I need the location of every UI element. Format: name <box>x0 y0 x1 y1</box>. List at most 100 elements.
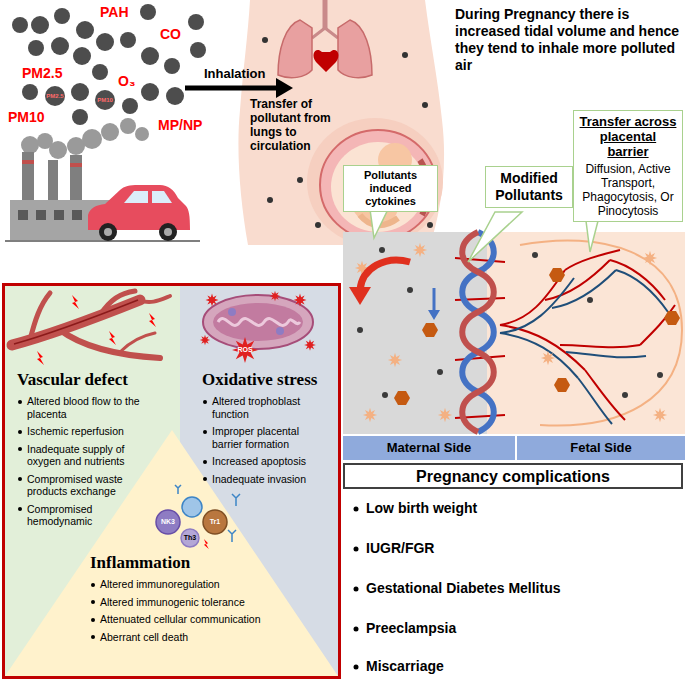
car-part <box>159 223 177 241</box>
mitochondrion-part <box>218 319 300 326</box>
cell-label: Tr1 <box>203 518 227 526</box>
placenta-panel-part <box>355 243 667 422</box>
label-anchor: MP/NP <box>158 117 202 133</box>
pollutant-particles-part <box>22 84 38 100</box>
mitochondrion-part <box>213 303 303 341</box>
pollutant-particles-part <box>73 47 91 65</box>
bullet-item: Altered immunogenic tolerance <box>90 596 305 609</box>
bullet-item: Increased apoptosis <box>202 455 332 468</box>
placenta-panel-part <box>394 268 680 405</box>
mother-body-part <box>314 50 339 72</box>
label-anchor: During Pregnancy there is increased tida… <box>455 6 681 74</box>
factory-part <box>22 152 34 202</box>
placenta-panel-part-part <box>413 243 427 257</box>
placenta-panel-part-part <box>455 356 505 360</box>
pollutant-label: CO <box>160 26 181 42</box>
placenta-panel-part-part <box>500 333 578 378</box>
mitochondrion-part-part <box>304 339 316 351</box>
list-bullets <box>354 507 359 670</box>
factory-part <box>22 160 34 164</box>
mother-body-part-part <box>315 222 321 228</box>
mother-body-part <box>312 28 338 38</box>
mitochondrion-part <box>200 291 316 363</box>
mitochondrion-part-part <box>270 291 280 301</box>
placenta-panel-part-part <box>587 297 593 303</box>
car-part <box>164 228 172 236</box>
pollutant-particles-part <box>76 21 94 39</box>
placenta-panel-part-part <box>578 378 612 424</box>
factory <box>5 152 200 241</box>
factory-part <box>70 155 82 202</box>
placenta-panel-part-part <box>357 327 363 333</box>
mother-body-part <box>307 118 443 246</box>
placenta-panel-part-part <box>657 372 663 378</box>
bullet-item: Altered immunoregulation <box>90 578 305 591</box>
pollutant-particles-part <box>12 17 28 33</box>
mother-body-part-part <box>267 197 273 203</box>
callout-box: Transfer across placental barrierDiffusi… <box>573 110 683 222</box>
mitochondrion-part-part <box>206 294 219 307</box>
side-bar: Fetal Side <box>517 436 685 460</box>
label-anchor: Th3 <box>180 534 200 542</box>
placenta-panel-part-part <box>554 378 570 392</box>
placenta-panel-part-part <box>560 345 640 347</box>
label-anchor: CO <box>160 26 181 42</box>
placenta-panel-part <box>349 287 371 305</box>
blood-vessel-part <box>140 296 170 302</box>
car-part <box>104 228 112 236</box>
placenta-panel-part <box>360 260 410 290</box>
blood-vessel-part <box>14 300 138 344</box>
placenta-panel-part-part <box>622 392 628 398</box>
factory-smoke-part <box>120 118 136 134</box>
bullet-item: Inadequate invasion <box>202 473 332 486</box>
mitochondrion-part-part <box>200 335 210 345</box>
panel-heading: Inflammation <box>90 553 305 573</box>
list-bullets-part <box>354 665 359 670</box>
inhalation-arrow-part <box>185 86 278 91</box>
label-anchor: PM2.5 <box>22 65 62 81</box>
pollutant-label: O₃ <box>118 73 135 89</box>
bullet-item: Attenuated cellular communication <box>90 613 305 626</box>
placenta-panel-part-part <box>640 305 675 345</box>
placenta-panel-part <box>500 270 668 424</box>
pollutant-particles-part <box>95 90 115 110</box>
pollutant-particles-part <box>140 4 156 20</box>
placenta-panel-part-part <box>438 408 452 422</box>
label-anchor: Miscarriage <box>366 658 444 675</box>
factory-smoke-part <box>49 141 67 159</box>
label-anchor: PM10 <box>95 97 115 104</box>
placenta-panel-part-part <box>664 311 680 325</box>
list-bullets-part <box>354 507 359 512</box>
side-bar: Maternal Side <box>343 436 515 460</box>
immune-cells <box>156 485 240 549</box>
immune-cells-part <box>181 529 199 547</box>
mother-body-part-part <box>402 52 408 58</box>
label-anchor: Tr1 <box>203 518 227 526</box>
blood-vessel <box>12 291 170 365</box>
callout-box: Modified Pollutants <box>485 166 573 208</box>
car-part <box>99 223 117 241</box>
pollutant-particles-part <box>141 47 159 65</box>
complication-item: IUGR/FGR <box>366 540 434 557</box>
immune-cells-part <box>204 539 209 549</box>
pollutant-particles-part <box>122 98 138 114</box>
bullet-item: Inadequate supply of oxygen and nutrient… <box>17 443 155 468</box>
placenta-panel-part-part <box>422 323 438 337</box>
label-anchor: ROS <box>233 346 257 354</box>
label-anchor: Transfer of pollutant from lungs to circ… <box>250 97 355 153</box>
placenta-panel-part <box>428 310 440 320</box>
box-heading: Pregnancy complications <box>416 467 610 486</box>
mitochondrion-part <box>276 327 284 335</box>
placenta-panel-part-part <box>363 408 377 422</box>
placenta-panel-part-part <box>549 268 565 282</box>
label-anchor: IUGR/FGR <box>366 540 434 557</box>
immune-cells-part <box>203 510 227 534</box>
blood-vessel-part-part <box>37 351 44 365</box>
immune-cells-part-part <box>175 485 181 494</box>
label-anchor: Preeclampsia <box>366 620 456 637</box>
heading-box: Pregnancy complications <box>343 463 683 489</box>
blood-vessel-part <box>37 295 156 365</box>
placenta-panel-part <box>487 232 685 434</box>
mitochondrion-part-part <box>294 294 307 307</box>
